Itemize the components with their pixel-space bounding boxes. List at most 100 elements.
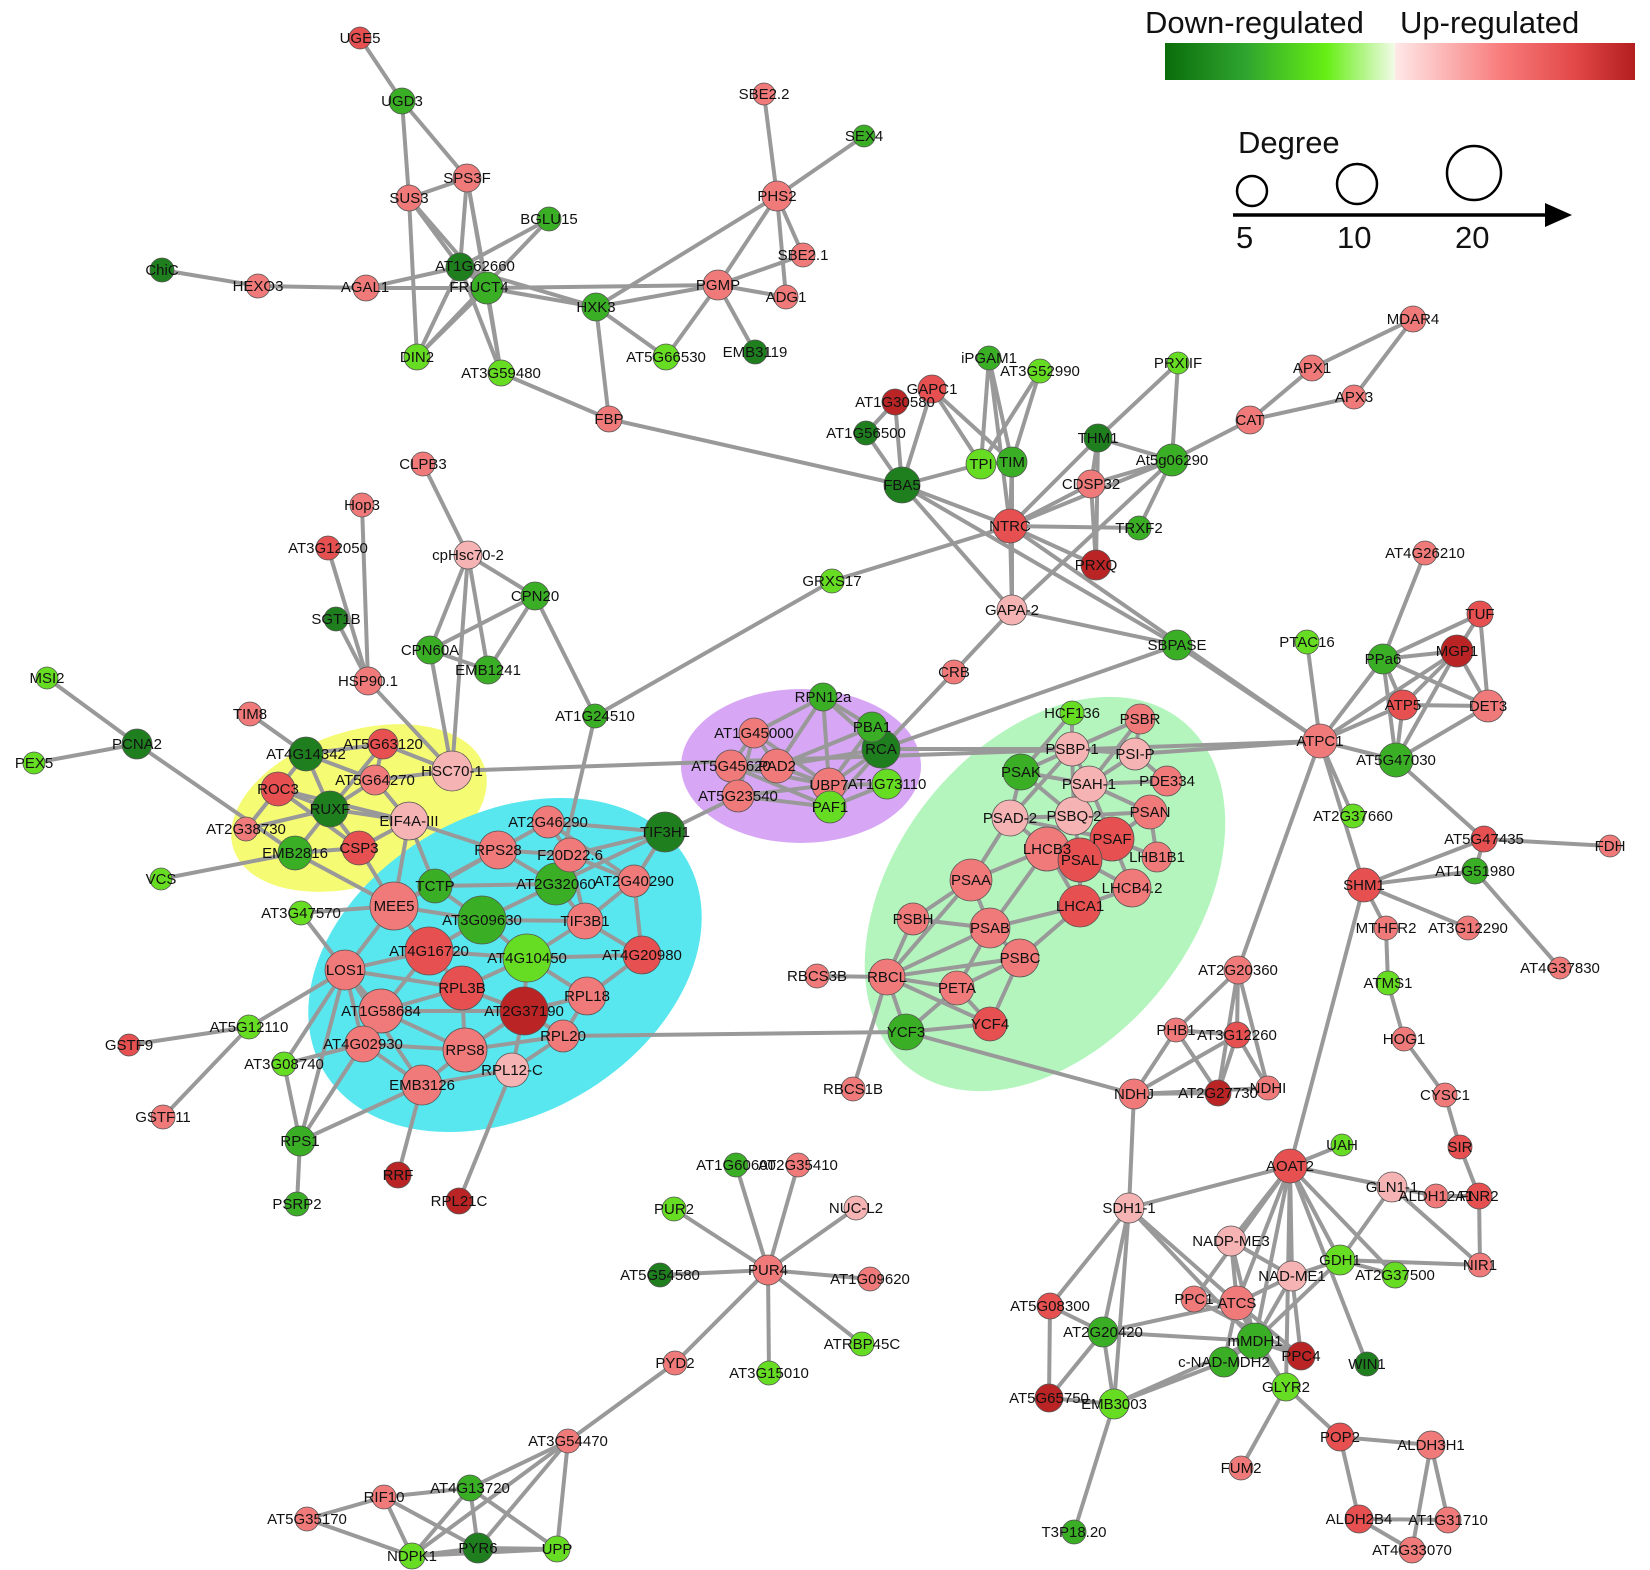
node-RUXF[interactable] <box>311 790 349 828</box>
node-mMDH1[interactable] <box>1236 1322 1274 1360</box>
node-ATCS[interactable] <box>1219 1285 1255 1321</box>
node-AT1G30580[interactable] <box>881 388 909 416</box>
node-GDH1[interactable] <box>1324 1244 1356 1276</box>
node-AT2G38730[interactable] <box>233 816 259 842</box>
node-RBCL[interactable] <box>868 958 906 996</box>
node-PUR4[interactable] <box>752 1254 784 1286</box>
node-RIF10[interactable] <box>371 1484 397 1510</box>
node-NADP-ME3[interactable] <box>1215 1225 1247 1257</box>
node-PSBQ-2[interactable] <box>1054 796 1094 836</box>
node-AT3G12260[interactable] <box>1223 1021 1251 1049</box>
node-PRXQ[interactable] <box>1080 549 1112 581</box>
node-RBCS3B[interactable] <box>804 963 830 989</box>
node-MDAR4[interactable] <box>1399 305 1427 333</box>
node-CYSC1[interactable] <box>1432 1082 1458 1108</box>
node-AT1G24510[interactable] <box>582 703 608 729</box>
node-NIR1[interactable] <box>1467 1252 1493 1278</box>
node-PSBP-1[interactable] <box>1054 731 1090 767</box>
node-AT1G73110[interactable] <box>871 768 903 800</box>
node-PPC1[interactable] <box>1180 1285 1208 1313</box>
node-PSAK[interactable] <box>1002 753 1040 791</box>
node-AT3G54470[interactable] <box>555 1428 581 1454</box>
node-AT3G59480[interactable] <box>487 359 515 387</box>
node-AT5G54580[interactable] <box>647 1262 673 1288</box>
node-SIR[interactable] <box>1447 1134 1473 1160</box>
node-PSI-P[interactable] <box>1118 737 1152 771</box>
node-RRF[interactable] <box>384 1161 412 1189</box>
node-PSAD-2[interactable] <box>991 799 1029 837</box>
node-iPGAM1[interactable] <box>976 345 1002 371</box>
node-PSAH-1[interactable] <box>1070 765 1108 803</box>
node-HSC70-1[interactable] <box>431 750 473 792</box>
node-DET3[interactable] <box>1471 689 1505 723</box>
node-ADG1[interactable] <box>773 284 799 310</box>
node-PSAL[interactable] <box>1057 837 1103 883</box>
node-AT1G31710[interactable] <box>1434 1506 1462 1534</box>
node-AT2G35410[interactable] <box>785 1152 811 1178</box>
node-SEX4[interactable] <box>852 124 876 148</box>
node-AT2G46290[interactable] <box>531 805 565 839</box>
node-AT4G02930[interactable] <box>344 1025 382 1063</box>
node-SBPASE[interactable] <box>1161 629 1193 661</box>
node-EMB3003[interactable] <box>1098 1388 1130 1420</box>
node-AT1G60600[interactable] <box>723 1152 749 1178</box>
node-ATRBP45C[interactable] <box>849 1331 875 1357</box>
node-CPN60A[interactable] <box>415 635 445 665</box>
node-PSBH[interactable] <box>896 902 930 936</box>
node-PPC4[interactable] <box>1286 1341 1316 1371</box>
node-UPP[interactable] <box>543 1535 571 1563</box>
node-AOAT2[interactable] <box>1272 1148 1308 1184</box>
node-AT5G47030[interactable] <box>1378 742 1414 778</box>
node-PSBC[interactable] <box>1000 938 1040 978</box>
node-GAPA-2[interactable] <box>996 594 1028 626</box>
node-TUF[interactable] <box>1466 600 1494 628</box>
node-NTRC[interactable] <box>992 508 1028 544</box>
node-AT1G45000[interactable] <box>738 717 770 749</box>
node-PSRP2[interactable] <box>284 1191 310 1217</box>
node-HSP90.1[interactable] <box>353 666 383 696</box>
node-EMB2816[interactable] <box>277 835 313 871</box>
node-PYD2[interactable] <box>662 1350 688 1376</box>
node-GLYR2[interactable] <box>1271 1372 1301 1402</box>
node-EIF4A-III[interactable] <box>389 801 429 841</box>
node-PAD2[interactable] <box>759 748 795 784</box>
node-AT3G12050[interactable] <box>315 535 341 561</box>
node-EMB3119[interactable] <box>742 339 768 365</box>
node-FBP[interactable] <box>595 405 623 433</box>
node-HEXO3[interactable] <box>245 273 271 299</box>
node-RPS28[interactable] <box>478 830 518 870</box>
node-HCF136[interactable] <box>1059 700 1085 726</box>
node-PEX5[interactable] <box>22 751 46 775</box>
node-AT2G40290[interactable] <box>617 864 651 898</box>
node-LHB1B1[interactable] <box>1141 841 1173 873</box>
node-PYR6[interactable] <box>462 1532 494 1564</box>
node-AT2G37190[interactable] <box>499 986 549 1036</box>
node-NDHI[interactable] <box>1255 1075 1281 1101</box>
node-TIM[interactable] <box>996 446 1028 478</box>
node-FBA5[interactable] <box>883 466 921 504</box>
node-AT1G56500[interactable] <box>853 420 879 446</box>
node-AT4G33070[interactable] <box>1398 1536 1426 1564</box>
node-AT5G65750[interactable] <box>1034 1383 1064 1413</box>
node-APX1[interactable] <box>1298 354 1326 382</box>
node-PTAC16[interactable] <box>1294 629 1320 655</box>
node-TCTP[interactable] <box>417 868 453 904</box>
node-UGE5[interactable] <box>348 26 372 50</box>
node-AT3G09630[interactable] <box>457 895 507 945</box>
node-PSBR[interactable] <box>1124 703 1156 735</box>
node-CDSP32[interactable] <box>1076 469 1106 499</box>
node-FDH[interactable] <box>1598 834 1622 858</box>
node-NDPK1[interactable] <box>398 1542 426 1570</box>
node-PSAN[interactable] <box>1132 794 1168 830</box>
node-UAH[interactable] <box>1330 1133 1354 1157</box>
node-ALDH3H1[interactable] <box>1416 1430 1446 1460</box>
node-AGAL1[interactable] <box>352 274 380 302</box>
node-PPa6[interactable] <box>1367 643 1399 675</box>
node-AT5G08300[interactable] <box>1036 1292 1064 1320</box>
node-AT2G20360[interactable] <box>1223 955 1253 985</box>
node-VCS[interactable] <box>149 867 173 891</box>
node-RBCS1B[interactable] <box>840 1076 866 1102</box>
node-c-NAD-MDH2[interactable] <box>1208 1346 1240 1378</box>
node-GSTF9[interactable] <box>117 1033 141 1057</box>
node-AT5G23540[interactable] <box>721 779 755 813</box>
